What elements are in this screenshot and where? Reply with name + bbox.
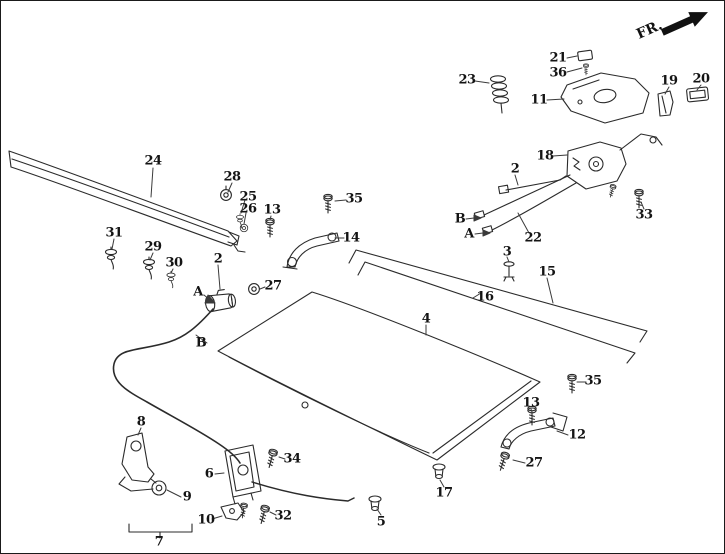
part-label-23-2: 23 [458,72,476,88]
part-label-36-1: 36 [549,65,567,81]
part-label-2-25: 2 [213,251,223,267]
part-label-22-11: 22 [524,230,542,246]
part-spoiler [8,150,246,253]
part-lower-latch-group [118,432,382,539]
part-label-29-23: 29 [144,239,162,255]
part-label-28-16: 28 [223,169,241,185]
part-label-16-14: 16 [476,289,494,305]
part-hinge-right [432,373,577,480]
part-label-26-18: 26 [239,201,257,217]
part-label-35-20: 35 [345,191,363,207]
part-label-27-33: 27 [525,455,543,471]
part-lock-cylinder-cable [104,246,355,502]
part-label-3-12: 3 [502,244,512,260]
part-label-24-15: 24 [144,153,162,169]
part-label-18-6: 18 [536,148,554,164]
part-label-19-4: 19 [660,73,678,89]
part-label-35-30: 35 [584,373,602,389]
part-label-33-8: 33 [635,207,653,223]
part-upper-lock-assembly [473,49,710,282]
part-label-9-39: 9 [182,489,192,505]
part-label-25-17: 25 [239,189,257,205]
part-label-30-24: 30 [165,255,183,271]
part-label-5-35: 5 [376,514,386,530]
part-label-15-13: 15 [538,264,556,280]
part-label-b-28: B [195,335,207,351]
part-label-2-7: 2 [510,161,520,177]
fr-arrow-icon [660,12,708,36]
part-label-27-27: 27 [264,278,282,294]
part-label-10-40: 10 [197,512,215,528]
part-label-14-21: 14 [342,230,360,246]
part-label-7-42: 7 [154,534,164,550]
part-label-b-9: B [454,211,466,227]
part-label-a-26: A [193,284,203,300]
part-trunk-lid [217,291,541,461]
part-label-6-37: 6 [204,466,214,482]
part-label-20-5: 20 [692,71,710,87]
part-label-11-3: 11 [530,92,548,108]
part-label-4-29: 4 [421,311,431,327]
part-label-17-34: 17 [435,485,453,501]
part-label-13-19: 13 [263,202,281,218]
part-label-21-0: 21 [549,50,567,66]
part-label-13-31: 13 [522,395,540,411]
part-label-32-41: 32 [274,508,292,524]
part-torsion-bars [348,249,648,364]
part-label-8-36: 8 [136,414,146,430]
part-label-a-10: A [464,226,474,242]
leader-lines [111,55,702,520]
part-label-12-32: 12 [568,427,586,443]
part-label-34-38: 34 [283,451,301,467]
part-hinge-left [220,185,340,270]
part-label-31-22: 31 [105,225,123,241]
